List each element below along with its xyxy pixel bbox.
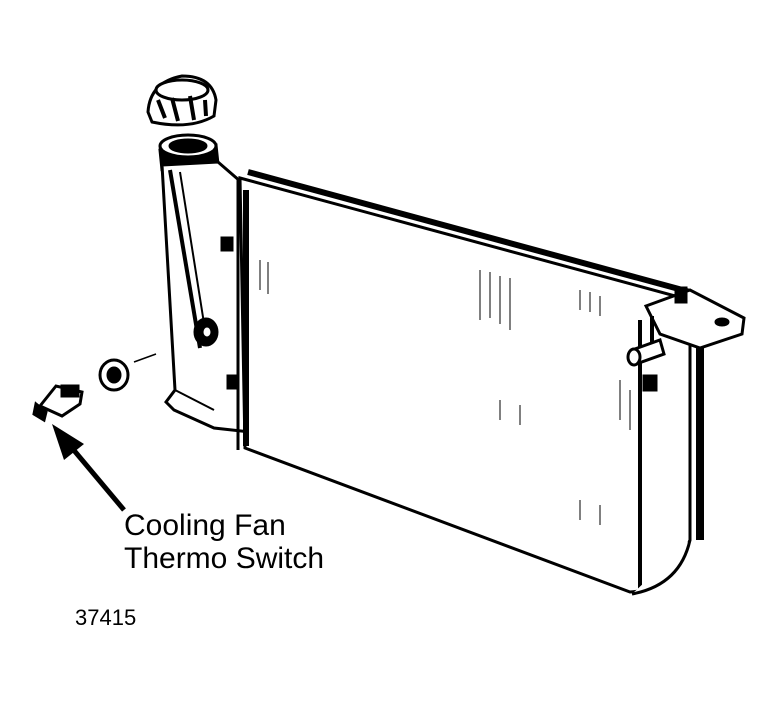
radiator-cap <box>146 74 218 127</box>
assembly-dash-line <box>133 353 157 363</box>
sealing-washer <box>98 358 130 392</box>
thermo-switch <box>32 384 84 423</box>
radiator-core <box>236 169 704 596</box>
callout-label-line-1: Cooling Fan <box>124 509 286 542</box>
figure-number: 37415 <box>75 605 137 630</box>
callout-arrow <box>52 424 126 512</box>
callout-label-line-2: Thermo Switch <box>124 542 325 575</box>
side-tank <box>160 160 252 434</box>
mounting-bracket <box>626 286 746 392</box>
